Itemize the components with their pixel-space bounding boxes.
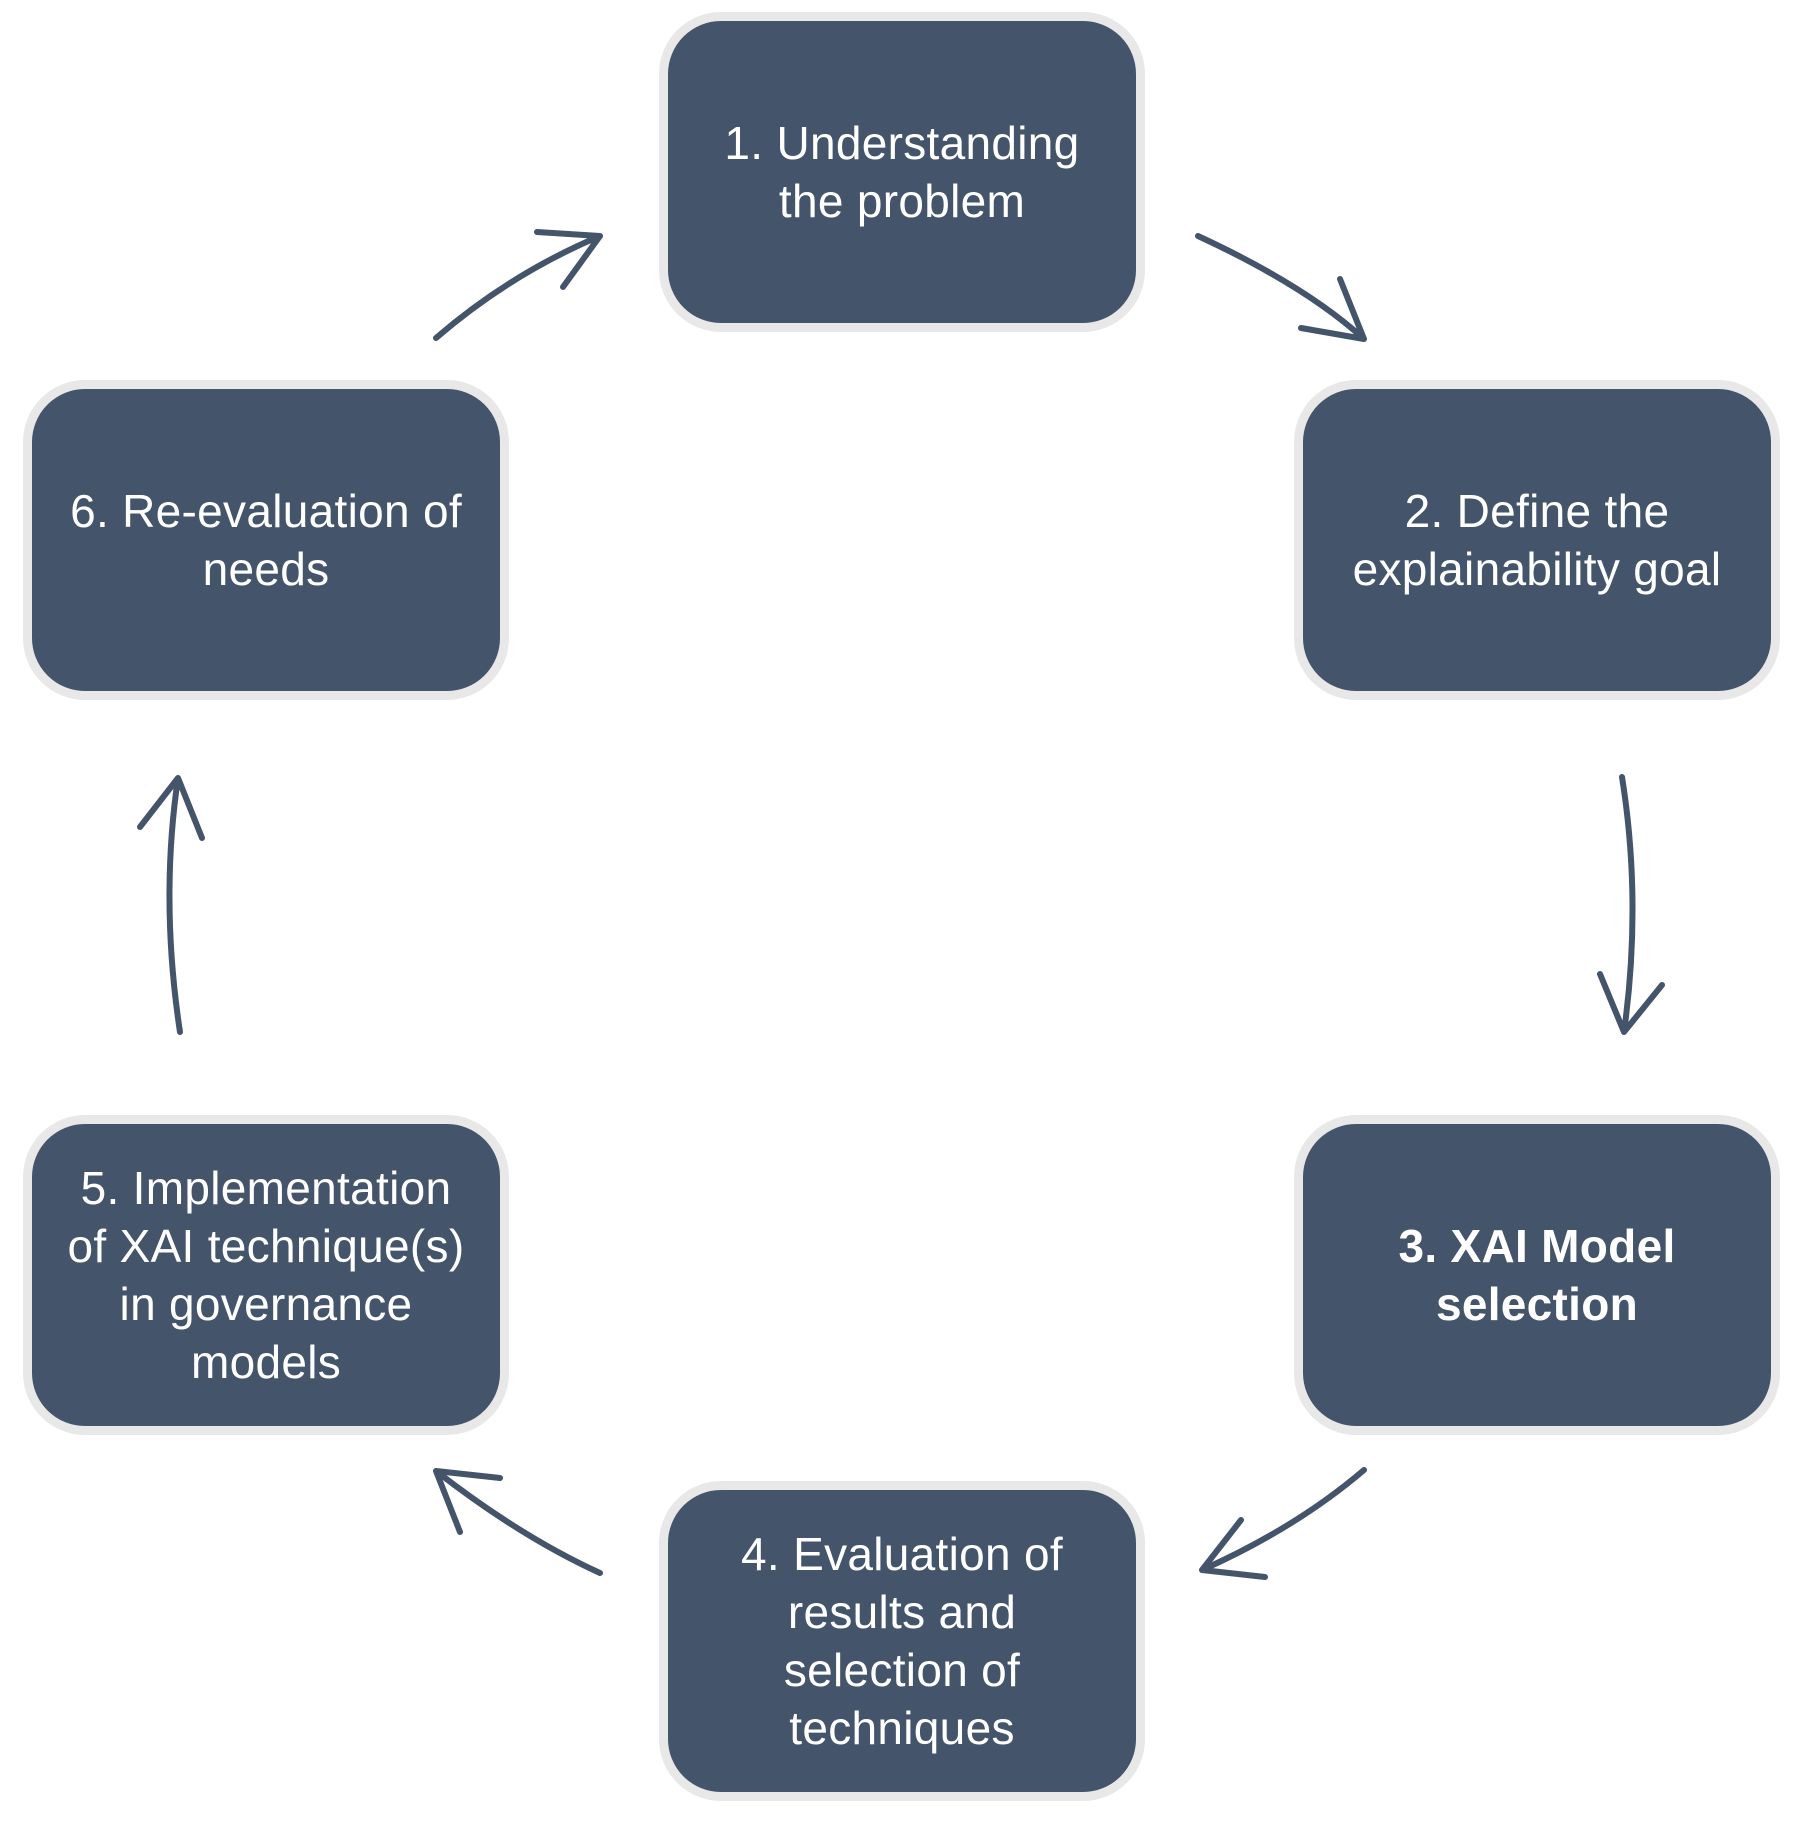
step-6-box: 6. Re-evaluation of needs [23,380,509,700]
arrow-5-to-6 [137,775,205,1035]
step-2-box: 2. Define the explainability goal [1294,380,1780,700]
arrow-6-to-1 [433,229,603,341]
step-5-label: 5. Implementation of XAI technique(s) in… [67,1162,465,1388]
arrow-4-to-5 [433,1468,603,1576]
step-4-label: 4. Evaluation of results and selection o… [741,1528,1063,1754]
step-5-box: 5. Implementation of XAI technique(s) in… [23,1115,509,1435]
step-1-box: 1. Understanding the problem [659,12,1145,332]
arrow-3-to-4 [1199,1467,1367,1580]
step-1-label: 1. Understanding the problem [724,117,1080,227]
arrow-1-to-2 [1195,233,1367,342]
step-4-box: 4. Evaluation of results and selection o… [659,1481,1145,1801]
step-2-label: 2. Define the explainability goal [1352,485,1722,595]
step-6-label: 6. Re-evaluation of needs [70,485,462,595]
arrow-2-to-3 [1597,774,1665,1035]
step-3-box: 3. XAI Model selection [1294,1115,1780,1435]
step-3-label: 3. XAI Model selection [1398,1220,1676,1330]
